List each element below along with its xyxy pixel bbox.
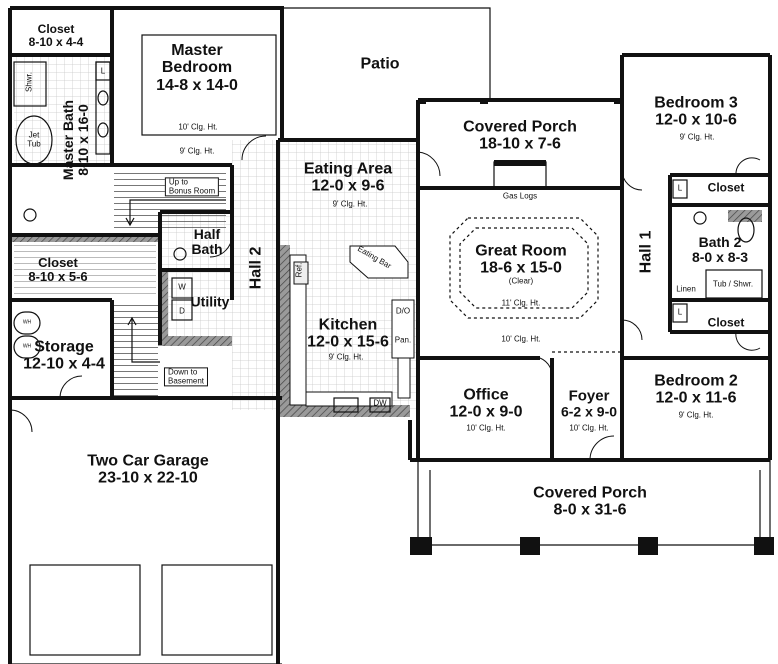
porch-posts: [410, 98, 774, 555]
master-bath-dims: 8-10 x 16-0: [75, 104, 91, 176]
kitchen-counters: [289, 245, 415, 407]
stairs-closet-mid: [14, 242, 156, 298]
master-bedroom-name: Master Bedroom: [161, 42, 233, 77]
covered-porch-back-name: Covered Porch: [463, 118, 577, 136]
pantry-label: Pan.: [394, 335, 412, 345]
linen-label: Linen: [676, 284, 696, 294]
great-room-ceiling-1: 11' Clg. Ht.: [501, 298, 541, 308]
covered-porch-front-label: Covered Porch 8-0 x 31-6: [533, 485, 647, 520]
kitchen-ceiling: 9' Clg. Ht.: [328, 352, 364, 362]
utility-label: Utility: [190, 293, 230, 310]
bedroom2-label: Bedroom 2 12-0 x 11-6: [654, 373, 738, 408]
covered-porch-back-label: Covered Porch 18-10 x 7-6: [463, 119, 577, 154]
thin-lines: [10, 7, 771, 664]
closet-mid-label: Closet 8-10 x 5-6: [28, 254, 88, 284]
bedroom2-ceiling: 9' Clg. Ht.: [678, 410, 714, 420]
l-mark-2: L: [677, 183, 683, 193]
washer-mark: W: [178, 282, 186, 292]
water-heater-2: WH: [22, 343, 32, 350]
eating-area-name: Eating Area: [303, 160, 393, 178]
ref-label: Ref.: [294, 262, 304, 278]
office-ceiling: 10' Clg. Ht.: [466, 423, 506, 433]
bath2-name: Bath 2: [698, 233, 742, 250]
l-mark-1: L: [100, 66, 106, 76]
storage-label: Storage 12-10 x 4-4: [23, 339, 105, 374]
bedroom3-name: Bedroom 3: [654, 94, 738, 112]
bedroom2-dims: 12-0 x 11-6: [655, 390, 737, 407]
down-to-basement-label: Down to Basement: [163, 367, 209, 387]
gas-logs-label: Gas Logs: [502, 191, 538, 201]
garage-name: Two Car Garage: [87, 452, 209, 470]
bedroom3-label: Bedroom 3 12-0 x 10-6: [654, 95, 738, 130]
closet-b2-label: Closet: [707, 315, 745, 330]
covered-porch-back-dims: 18-10 x 7-6: [479, 136, 561, 153]
kitchen-dims: 12-0 x 15-6: [307, 334, 389, 351]
half-bath-label: Half Bath: [191, 225, 223, 257]
great-room-dims: 18-6 x 15-0: [480, 260, 562, 277]
door-swings: [9, 135, 761, 461]
great-room-name: Great Room: [475, 242, 567, 260]
shower-label: Shwr.: [24, 71, 34, 93]
stair-arrows: [125, 199, 226, 363]
closet-mid-dims: 8-10 x 5-6: [28, 269, 88, 284]
l-mark-3: L: [677, 307, 683, 317]
foyer-dims: 6-2 x 9-0: [560, 403, 618, 420]
eating-area-label: Eating Area 12-0 x 9-6: [304, 161, 392, 196]
kitchen-label: Kitchen 12-0 x 15-6: [307, 317, 389, 352]
hatched-walls: [11, 210, 762, 417]
master-bedroom-label: Master Bedroom 14-8 x 14-0: [156, 42, 238, 94]
master-bedroom-ceiling-2: 9' Clg. Ht.: [179, 146, 215, 156]
eating-area-ceiling: 9' Clg. Ht.: [332, 199, 368, 209]
great-room-clear: (Clear): [508, 276, 534, 286]
great-room-label: Great Room 18-6 x 15-0: [475, 243, 567, 278]
great-room-ceiling-2: 10' Clg. Ht.: [501, 334, 541, 344]
foyer-name: Foyer: [568, 387, 610, 405]
closet-mid-name: Closet: [38, 254, 78, 270]
hall2-label: Hall 2: [247, 246, 265, 290]
storage-name: Storage: [34, 338, 94, 356]
hall1-label: Hall 1: [637, 230, 655, 274]
covered-porch-front-name: Covered Porch: [533, 484, 647, 502]
dishwasher-label: DW: [373, 398, 387, 408]
master-bedroom-dims: 14-8 x 14-0: [156, 76, 238, 94]
bedroom3-dims: 12-0 x 10-6: [655, 112, 737, 129]
covered-porch-front-dims: 8-0 x 31-6: [553, 502, 627, 519]
closet-top-label: Closet 8-10 x 4-4: [29, 23, 84, 49]
jet-tub-label: Jet Tub: [27, 130, 41, 148]
master-bedroom-ceiling-1: 10' Clg. Ht.: [178, 122, 218, 132]
water-heater-1: WH: [22, 319, 32, 326]
garage-dims: 23-10 x 22-10: [98, 470, 198, 487]
bath2-dims: 8-0 x 8-3: [691, 249, 749, 265]
dryer-mark: D: [179, 306, 185, 316]
patio-label: Patio: [360, 55, 400, 73]
foyer-label: Foyer 6-2 x 9-0: [561, 388, 617, 419]
office-dims: 12-0 x 9-0: [449, 404, 523, 421]
eating-area-dims: 12-0 x 9-6: [311, 178, 385, 195]
tub-shower-label: Tub / Shwr.: [712, 279, 754, 289]
garage-label: Two Car Garage 23-10 x 22-10: [87, 453, 209, 488]
foyer-ceiling: 10' Clg. Ht.: [569, 423, 609, 433]
kitchen-name: Kitchen: [318, 316, 378, 334]
up-to-bonus-label: Up to Bonus Room: [164, 177, 220, 197]
storage-dims: 12-10 x 4-4: [23, 356, 105, 373]
office-label: Office 12-0 x 9-0: [450, 387, 523, 422]
closet-top-dims: 8-10 x 4-4: [28, 35, 84, 49]
office-name: Office: [463, 386, 509, 404]
master-bath-label: Master Bath 8-10 x 16-0: [59, 99, 91, 181]
closet-top-name: Closet: [37, 22, 75, 37]
bedroom2-name: Bedroom 2: [654, 372, 738, 390]
stairs-down: [114, 300, 158, 396]
bath2-label: Bath 2 8-0 x 8-3: [691, 233, 749, 265]
master-bath-name: Master Bath: [59, 99, 76, 181]
closet-b3-label: Closet: [707, 180, 745, 195]
bedroom3-ceiling: 9' Clg. Ht.: [679, 132, 715, 142]
double-oven-label: D/O: [395, 306, 411, 316]
